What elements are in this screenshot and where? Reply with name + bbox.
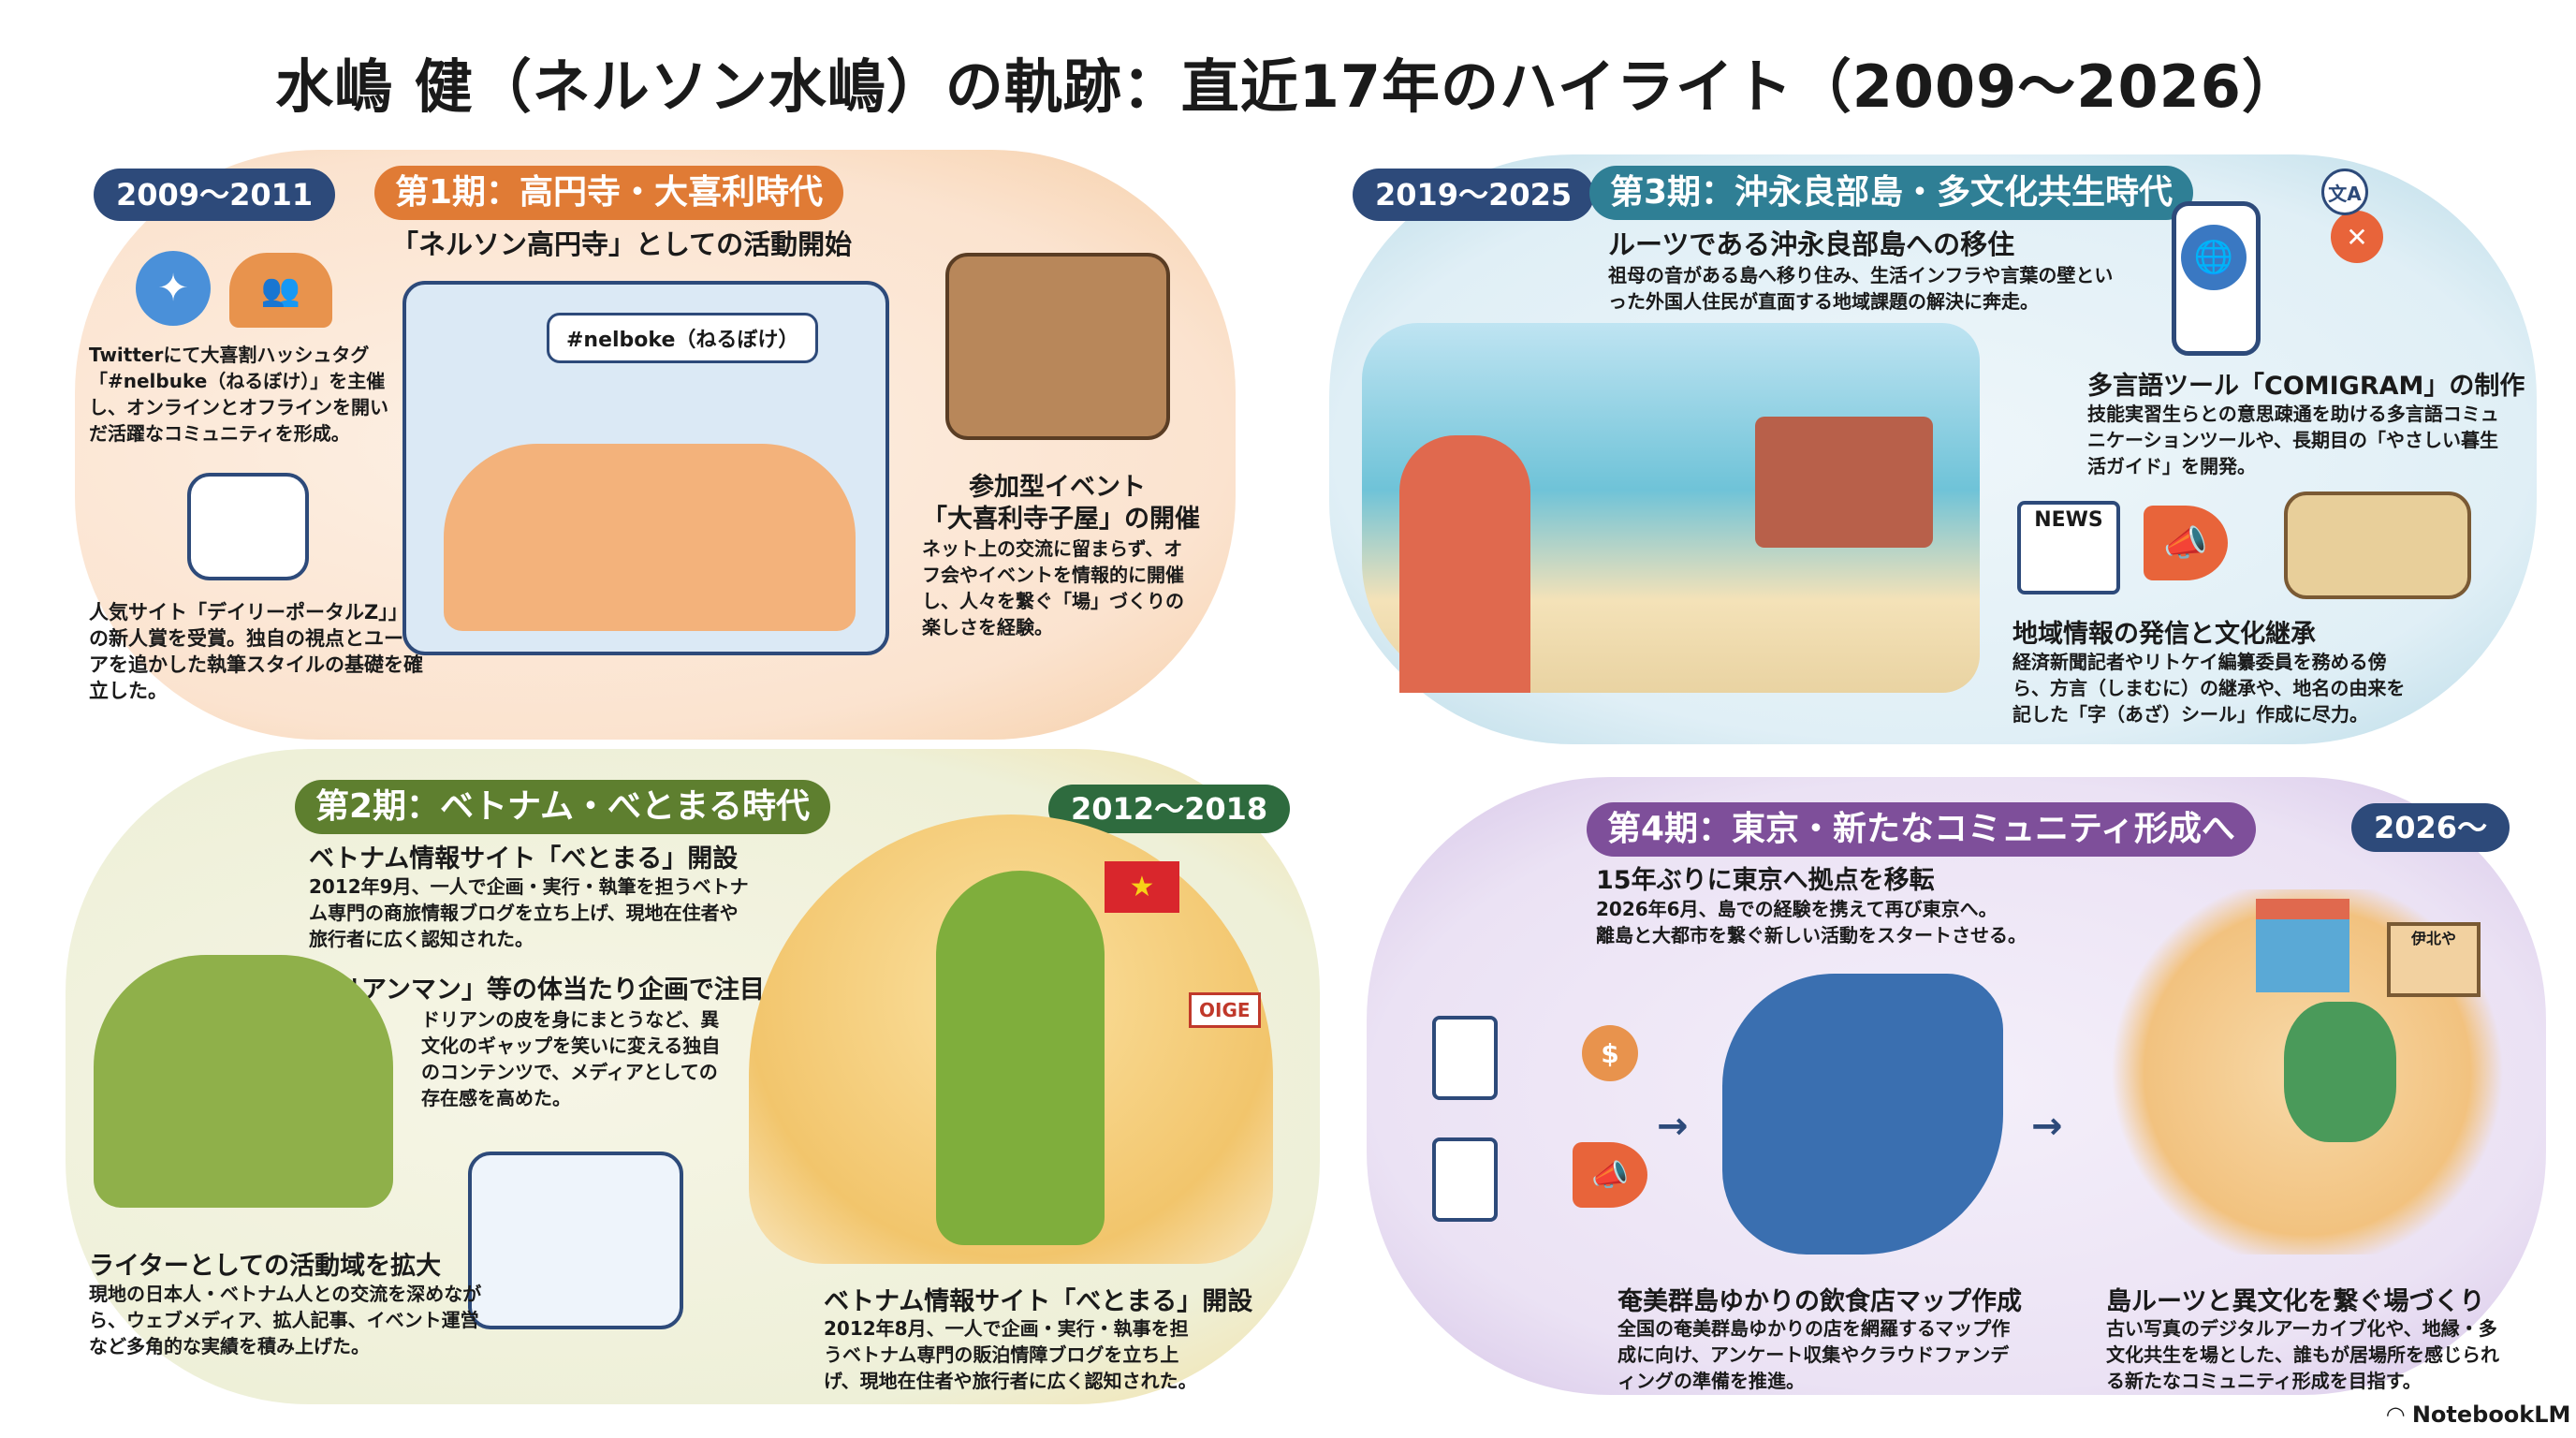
- period2-site-title: ベトナム情報サイト「べとまる」開設: [309, 844, 739, 873]
- arrow-right-icon: →: [1657, 1105, 1689, 1148]
- island-beach-illustration: [1362, 323, 1980, 693]
- news-icon: NEWS: [2017, 501, 2120, 594]
- period4-map-title: 奄美群島ゆかりの飲食店マップ作成: [1617, 1287, 2022, 1316]
- period3-local-title: 地域情報の発信と文化継承: [2012, 620, 2316, 649]
- translate-icon: 文A: [2321, 169, 2368, 215]
- period3-tool-title: 多言語ツール「COMIGRAM」の制作: [2087, 372, 2525, 401]
- twitter-bird-icon: ✦: [136, 251, 211, 326]
- period1-subtitle: 「ネルソン高円寺」としての活動開始: [391, 228, 853, 260]
- period2-writer-title: ライターとしての活動域を拡大: [89, 1252, 442, 1281]
- survey-form-icon: [1432, 1137, 1498, 1222]
- megaphone-icon: 📣: [2144, 506, 2228, 580]
- vietnam-street-illustration: ★ OIGE: [749, 814, 1273, 1264]
- period3-move-text: 祖母の音がある島へ移り住み、生活インフラや言葉の壁といった外国人住民が直面する地…: [1608, 264, 2114, 313]
- period1-twitter-text: Twitterにて大喜割ハッシュタグ「#nelbuke（ねるぼけ）」を主催し、オ…: [89, 344, 388, 445]
- period3-local-text: 経済新聞記者やリトケイ編纂委員を務める傍ら、方言（しまむに）の継承や、地名の由来…: [2012, 651, 2406, 726]
- map-icon: [2284, 492, 2471, 599]
- notebooklm-logo: ◠ NotebookLM: [2387, 1401, 2570, 1428]
- shop-icon: [2256, 899, 2349, 992]
- amami-islands-graphic: [2284, 1002, 2396, 1142]
- period4-place-text: 古い写真のデジタルアーカイブ化や、地縁・多文化共生を場とした、誰もが居場所を感じ…: [2106, 1317, 2499, 1392]
- period4-year-badge: 2026〜: [2351, 803, 2510, 852]
- period2-year-badge: 2012〜2018: [1048, 785, 1291, 833]
- vietnam-flag-icon: ★: [1105, 861, 1179, 913]
- period1-year-badge: 2009〜2011: [94, 169, 336, 221]
- durian-costume-man-graphic: [936, 871, 1105, 1245]
- period4-move-title: 15年ぶりに東京へ拠点を移転: [1596, 866, 1935, 895]
- period3-move-title: ルーツである沖永良部島への移住: [1608, 228, 2015, 260]
- period1-award-text: 人気サイト「デイリーポータルZ」」の新人賞を受賞。独自の視点とユーモアを追かした…: [89, 601, 423, 702]
- period2-site2-text: 2012年8月、一人で企画・実行・執事を担うベトナム専門の販泊情障ブログを立ち上…: [824, 1317, 1197, 1392]
- period1-event-title-1: 参加型イベント: [969, 473, 1146, 502]
- period1-event-title-2: 「大喜利寺子屋」の開催: [922, 505, 1200, 534]
- period2-site-text: 2012年9月、一人で企画・実行・執筆を担うベトナム専門の商旅情報ブログを立ち上…: [309, 875, 749, 950]
- megaphone-icon-2: 📣: [1573, 1142, 1647, 1208]
- traditional-house-graphic: [1755, 417, 1933, 548]
- shop-sign: OIGE: [1189, 992, 1261, 1028]
- notebooklm-icon: ◠: [2387, 1401, 2412, 1428]
- period4-place-title: 島ルーツと異文化を繋ぐ場づくり: [2106, 1287, 2485, 1316]
- media-devices-illustration: [468, 1152, 683, 1329]
- shop-sign-2: 伊北や: [2387, 922, 2481, 997]
- notebooklm-brand: NotebookLM: [2411, 1401, 2571, 1428]
- period4-label-badge: 第4期：東京・新たなコミュニティ形成へ: [1587, 802, 2256, 857]
- schoolhouse-illustration: [945, 253, 1170, 440]
- online-community-illustration: #nelboke（ねるぼけ）: [402, 281, 889, 655]
- food-utensils-icon: ✕: [2331, 211, 2383, 263]
- globe-icon: 🌐: [2181, 225, 2247, 290]
- period4-move-text-2: 離島と大都市を繋ぐ新しい活動をスタートさせる。: [1596, 924, 2027, 946]
- durian-man-eating-illustration: [94, 955, 393, 1208]
- arrow-right-icon-2: →: [2031, 1105, 2063, 1148]
- man-figure-graphic: [1399, 435, 1530, 693]
- people-group-graphic: [444, 444, 856, 631]
- community-people-icon: 👥: [229, 253, 332, 328]
- page-title: 水嶋 健（ネルソン水嶋）の軌跡：直近17年のハイライト（2009〜2026）: [275, 52, 2301, 121]
- japan-map-illustration: [1722, 974, 2003, 1255]
- period2-writer-text: 現地の日本人・ベトナム人との交流を深めながら、ウェブメディア、拡人記事、イベント…: [89, 1283, 482, 1357]
- period4-move-text-1: 2026年6月、島での経験を携えて再び東京へ。: [1596, 898, 1998, 920]
- period4-map-text: 全国の奄美群島ゆかりの店を網羅するマップ作成に向け、アンケート収集やクラウドファ…: [1617, 1317, 2011, 1392]
- period2-label-badge: 第2期：ベトナム・べとまる時代: [295, 780, 830, 834]
- hashtag-bubble: #nelboke（ねるぼけ）: [547, 313, 819, 363]
- period3-year-badge: 2019〜2025: [1353, 169, 1595, 221]
- award-certificate-icon: [187, 473, 309, 580]
- period3-tool-text: 技能実習生らとの意思疎通を助ける多言語コミュニケーションツールや、長期目の「やさ…: [2087, 403, 2499, 477]
- period2-durian-text: ドリアンの皮を身にまとうなど、異文化のギャップを笑いに変える独自のコンテンツで、…: [421, 1008, 721, 1109]
- period1-event-text: ネット上の交流に留まらず、オフ会やイベントを情報的に開催し、人々を繋ぐ「場」づく…: [922, 537, 1184, 638]
- checklist-icon: [1432, 1016, 1498, 1100]
- period1-label-badge: 第1期：高円寺・大喜利時代: [374, 166, 844, 220]
- period2-site2-title: ベトナム情報サイト「べとまる」開設: [824, 1287, 1253, 1316]
- funding-coin-icon: $: [1582, 1025, 1638, 1081]
- restaurants-network-illustration: 伊北や: [2106, 889, 2509, 1255]
- period3-label-badge: 第3期：沖永良部島・多文化共生時代: [1589, 166, 2194, 220]
